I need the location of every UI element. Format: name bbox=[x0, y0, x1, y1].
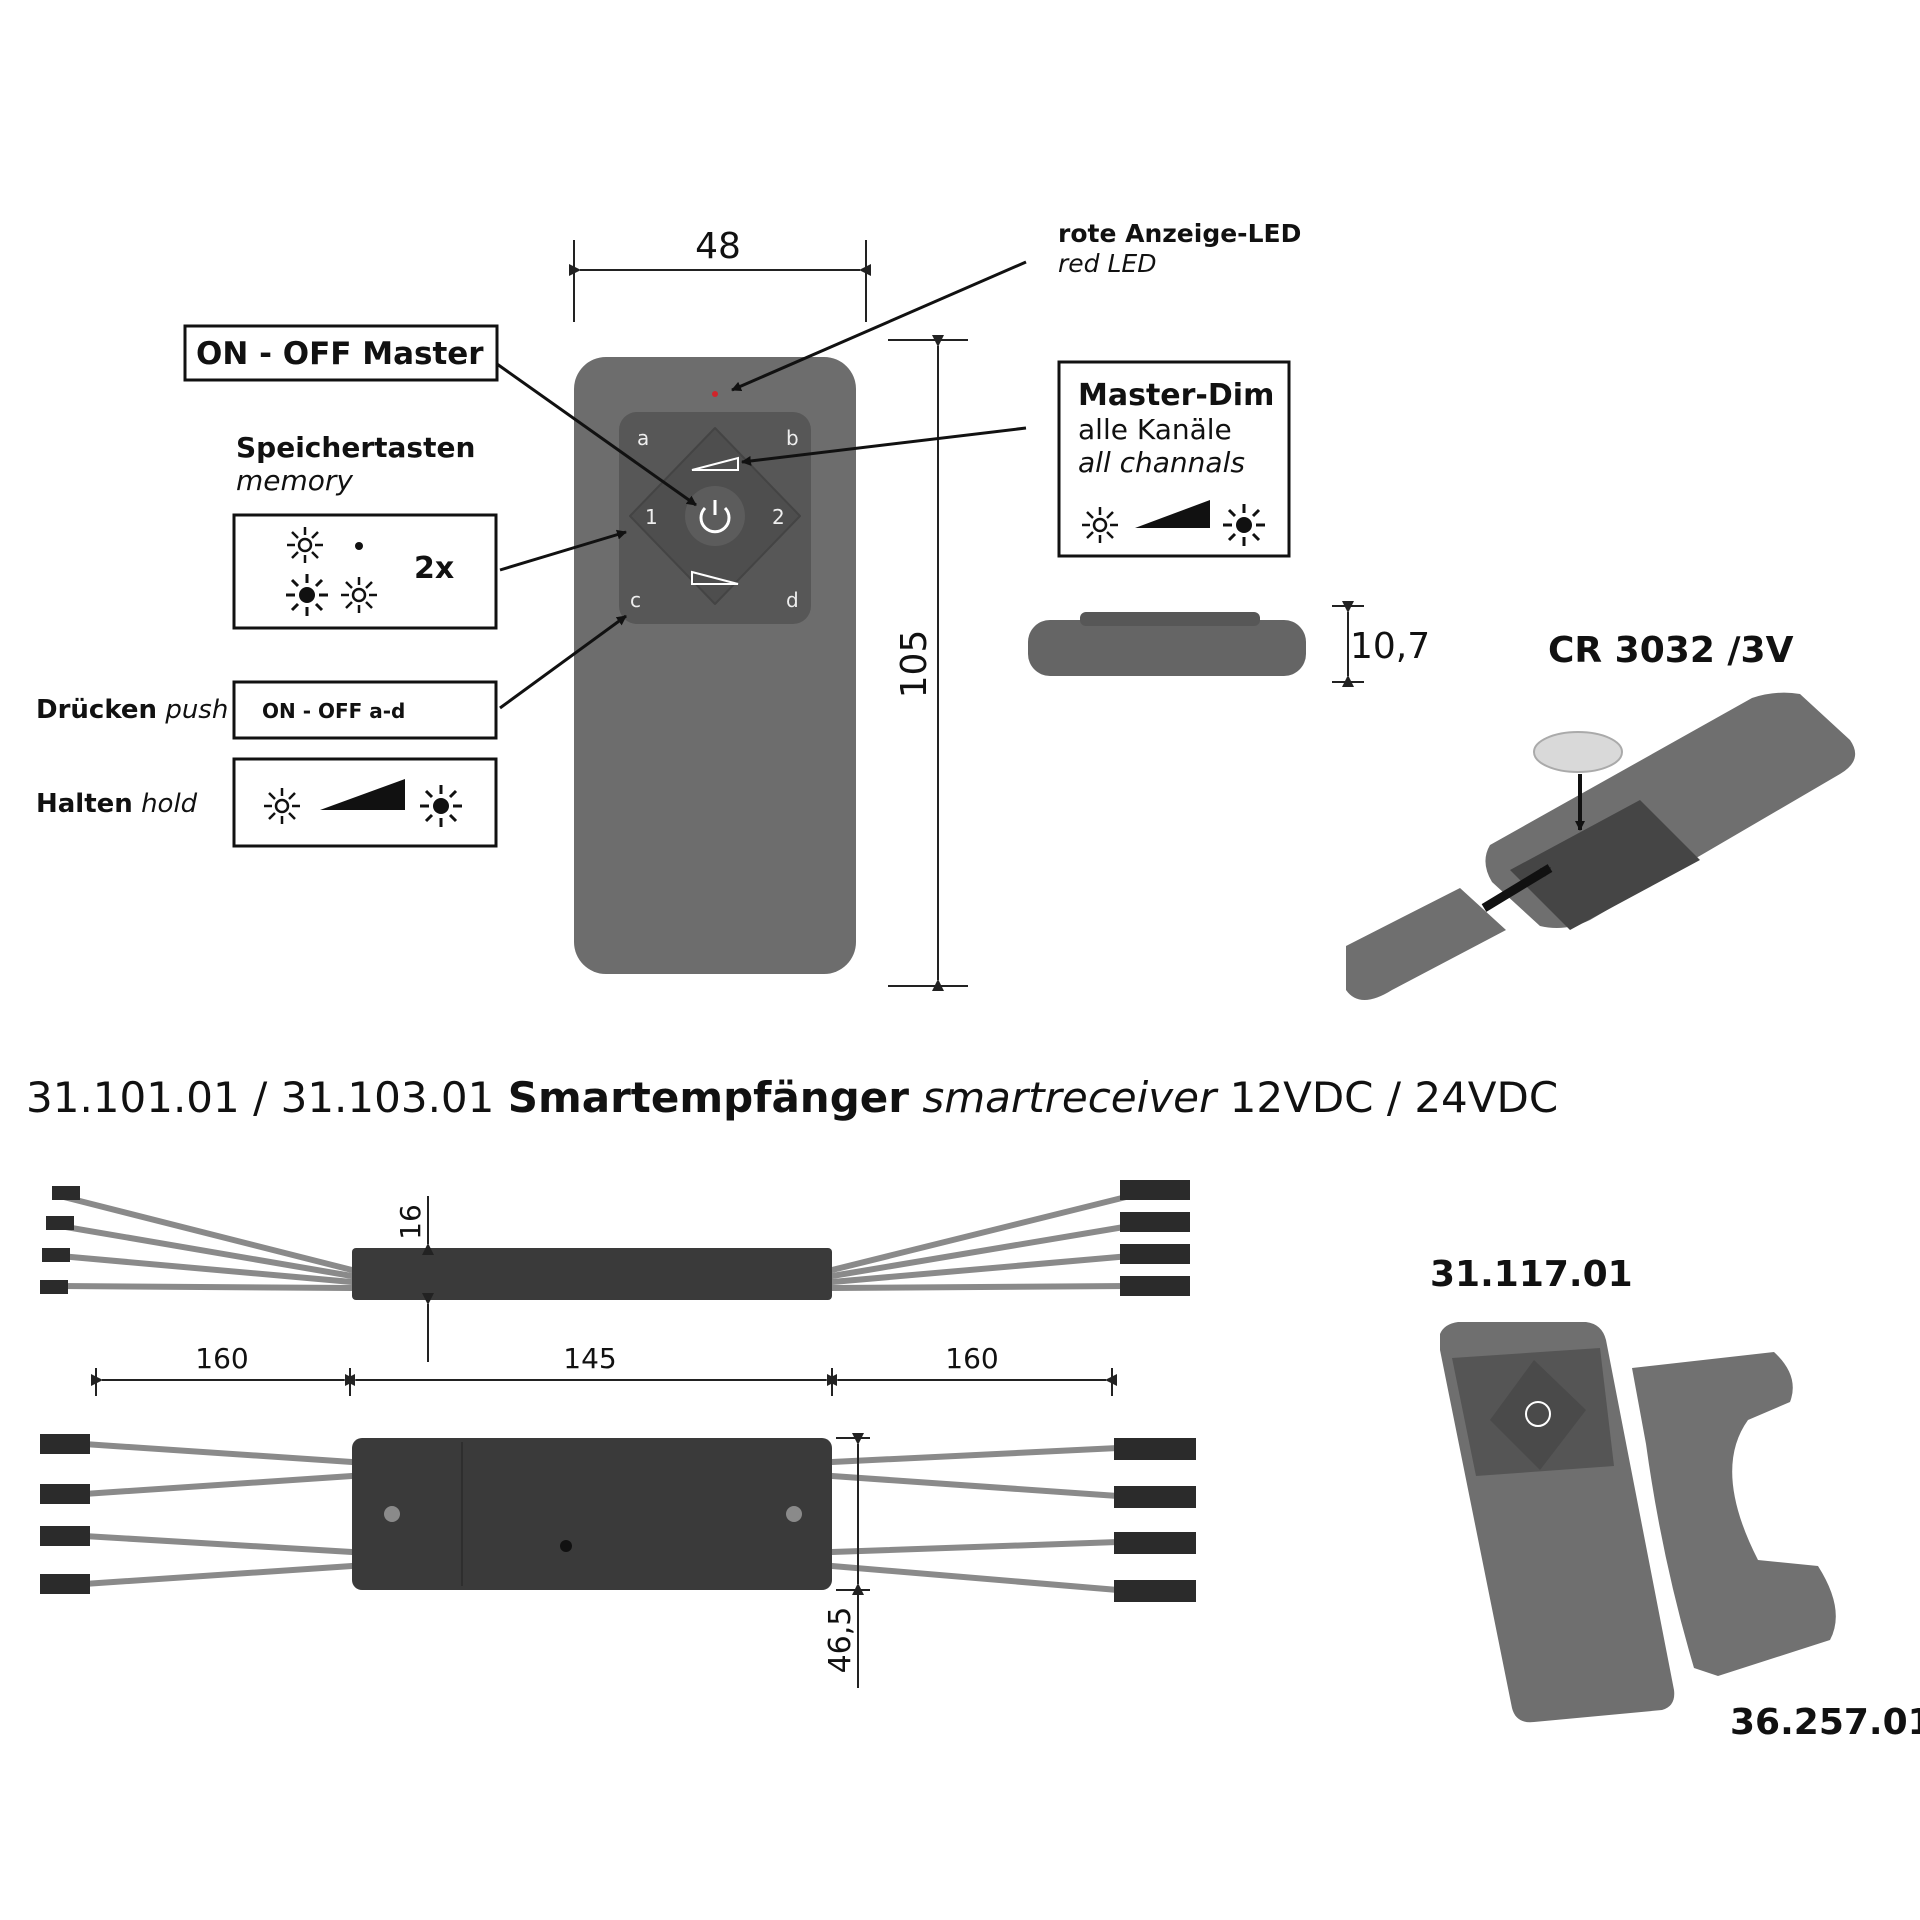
push-box bbox=[232, 680, 498, 740]
push-label: Drücken push bbox=[36, 695, 228, 725]
remote-code-label: 31.117.01 bbox=[1430, 1254, 1633, 1295]
receiver-top-body bbox=[352, 1438, 832, 1590]
key-a-label[interactable]: a bbox=[637, 426, 649, 450]
receiver-width-dim-label: 46,5 bbox=[823, 1607, 858, 1674]
memory-arrow bbox=[499, 529, 627, 572]
key-1-label[interactable]: 1 bbox=[645, 505, 658, 529]
memory-label-en: memory bbox=[236, 464, 353, 497]
width-dim-label: 48 bbox=[695, 226, 741, 267]
remote-width-dimension: 48 bbox=[569, 226, 871, 322]
length-left-label: 160 bbox=[195, 1342, 248, 1375]
height-dim-label: 105 bbox=[894, 630, 935, 699]
master-dim-title: Master-Dim bbox=[1078, 378, 1274, 413]
mounting-screw-right bbox=[786, 1506, 802, 1522]
receiver-side-view: 16 bbox=[40, 1180, 1190, 1362]
receiver-length-dimensions: 160 145 160 bbox=[91, 1342, 1117, 1396]
receiver-side-wires-right bbox=[829, 1180, 1190, 1296]
receiver-top-view: 46,5 bbox=[40, 1433, 1196, 1688]
accessory-power-icon bbox=[1525, 1401, 1551, 1427]
master-dim-arrow bbox=[741, 426, 1027, 466]
master-dim-de: alle Kanäle bbox=[1078, 413, 1232, 446]
mounting-screw-left bbox=[384, 1506, 400, 1522]
memory-sun-2-icon bbox=[284, 572, 330, 618]
holder-code-label: 36.257.01 bbox=[1730, 1702, 1920, 1743]
receiver-side-wires-left bbox=[40, 1186, 355, 1294]
receiver-title: 31.101.01 / 31.103.01 Smartempfänger sma… bbox=[26, 1073, 1558, 1122]
wall-holder-view bbox=[1632, 1352, 1836, 1676]
led-label-en: red LED bbox=[1058, 249, 1156, 278]
battery-exploded-view bbox=[1346, 692, 1856, 1000]
battery-compartment bbox=[1510, 800, 1700, 930]
push-action-label: ON - OFF a-d bbox=[262, 699, 405, 723]
power-icon bbox=[699, 500, 731, 534]
key-c-label[interactable]: c bbox=[630, 588, 641, 612]
thickness-dim-label: 10,7 bbox=[1350, 626, 1430, 667]
pairing-button[interactable] bbox=[560, 1540, 572, 1552]
key-b-label[interactable]: b bbox=[786, 426, 799, 450]
dim-ramp-icon bbox=[1135, 500, 1210, 528]
memory-dot-icon bbox=[355, 542, 363, 550]
battery-label: CR 3032 /3V bbox=[1548, 630, 1794, 671]
remote-front-view: a b 1 2 c d bbox=[574, 357, 856, 974]
hold-high-icon bbox=[418, 783, 464, 829]
dim-down-icon[interactable] bbox=[691, 570, 739, 585]
master-dim-en: all channals bbox=[1078, 446, 1245, 479]
receiver-top-wires-right bbox=[829, 1438, 1196, 1602]
led-label-de: rote Anzeige-LED bbox=[1058, 219, 1301, 248]
key-d-label[interactable]: d bbox=[786, 588, 799, 612]
key-2-label[interactable]: 2 bbox=[772, 505, 785, 529]
receiver-height-dim-label: 16 bbox=[394, 1204, 427, 1240]
remote-side-view: 10,7 bbox=[1028, 601, 1430, 687]
memory-label-de: Speichertasten bbox=[236, 431, 475, 464]
accessory-remote-view bbox=[1440, 1322, 1675, 1723]
on-off-master-label: ON - OFF Master bbox=[196, 336, 484, 372]
receiver-top-wires-left bbox=[40, 1434, 355, 1594]
accessory-master-diamond bbox=[1490, 1360, 1586, 1470]
red-led-indicator bbox=[712, 391, 718, 397]
receiver-side-body bbox=[352, 1248, 832, 1300]
cover-insert-arrow bbox=[1481, 864, 1553, 912]
memory-box bbox=[232, 513, 498, 630]
led-arrow bbox=[731, 260, 1027, 392]
length-right-label: 160 bbox=[945, 1342, 998, 1375]
on-off-master-box bbox=[183, 324, 499, 382]
length-center-label: 145 bbox=[563, 1342, 616, 1375]
hold-label: Halten hold bbox=[36, 789, 198, 819]
battery-cover bbox=[1346, 888, 1506, 1000]
dim-high-icon bbox=[1221, 502, 1267, 548]
remote-height-dimension: 105 bbox=[888, 335, 968, 991]
coin-cell-battery bbox=[1533, 731, 1623, 773]
push-arrow bbox=[499, 614, 627, 710]
power-button[interactable] bbox=[685, 486, 745, 546]
dim-up-icon[interactable] bbox=[691, 456, 739, 471]
memory-count-label: 2x bbox=[414, 551, 454, 586]
on-off-arrow bbox=[496, 362, 697, 507]
hold-ramp-icon bbox=[320, 779, 405, 810]
